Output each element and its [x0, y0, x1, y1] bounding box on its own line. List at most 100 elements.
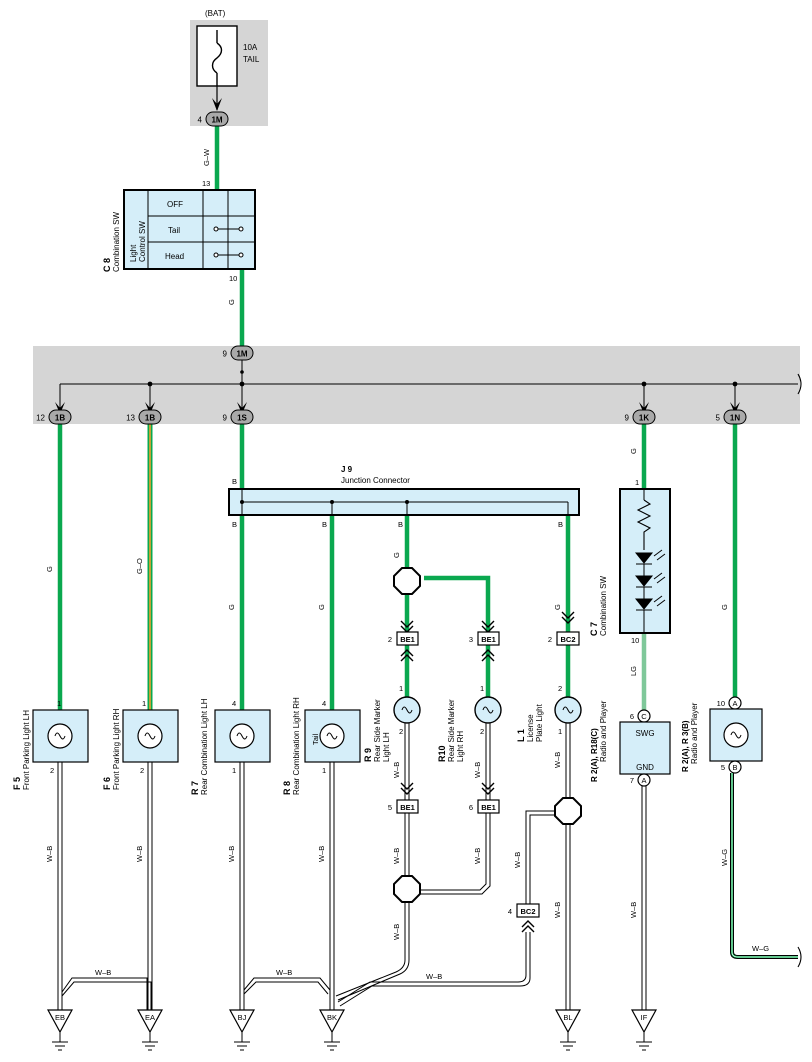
svg-text:2: 2: [140, 766, 144, 775]
c7-name: Combination SW: [599, 576, 608, 636]
connector-1m-mid: 1M 9: [223, 345, 254, 361]
svg-text:2: 2: [399, 727, 403, 736]
svg-text:Light LH: Light LH: [382, 732, 391, 762]
svg-text:2: 2: [388, 635, 392, 644]
wire-label-g-1: G: [227, 299, 236, 305]
wire-label-lg: LG: [629, 666, 638, 676]
wire-label-wg: W–G: [720, 849, 729, 866]
svg-text:5: 5: [388, 803, 392, 812]
svg-text:1M: 1M: [236, 350, 247, 359]
radio-c-code: R 2(A), R18(C): [590, 728, 599, 782]
svg-text:1: 1: [399, 684, 403, 693]
svg-text:W–B: W–B: [553, 752, 562, 768]
svg-text:Rear Side Marker: Rear Side Marker: [373, 699, 382, 762]
svg-text:4: 4: [232, 699, 236, 708]
ground-if: IF: [630, 1009, 658, 1051]
j9-name: Junction Connector: [341, 476, 410, 485]
c8-sub1: Light: [129, 244, 138, 262]
wire-label-g-7: G: [629, 448, 638, 454]
connector-1n: 1N 5: [716, 409, 747, 425]
f5-name: Front Parking Light LH: [22, 710, 31, 790]
wire-label-wb-1: W–B: [45, 846, 54, 862]
inline-be1-a: BE1 2: [388, 620, 419, 662]
svg-text:IF: IF: [641, 1013, 648, 1022]
svg-text:BJ: BJ: [238, 1013, 247, 1022]
f6-front-parking-light-rh: 1 2 F 6 Front Parking Light RH: [102, 699, 179, 790]
svg-text:4: 4: [508, 907, 512, 916]
radio-c-name: Radio and Player: [599, 700, 608, 762]
c8-row-off: OFF: [167, 200, 183, 209]
svg-text:1: 1: [142, 699, 146, 708]
wire-label-g-3: G: [227, 604, 236, 610]
f6-name: Front Parking Light RH: [112, 708, 121, 790]
bat-label: (BAT): [205, 9, 226, 18]
j9-junction-connector: J 9 Junction Connector: [228, 465, 580, 516]
ground-bk: BK: [318, 1009, 346, 1051]
svg-text:5: 5: [716, 414, 721, 423]
fuse-rating: 10A: [243, 43, 258, 52]
inline-be1-b: BE1 3: [469, 620, 500, 662]
r9-rear-side-marker-lh: 1 2 R 9 Rear Side Marker Light LH: [363, 684, 421, 762]
connector-1s: 1S 9: [223, 409, 254, 425]
svg-text:W–B: W–B: [392, 924, 401, 940]
wire-label-b-1: B: [232, 477, 237, 486]
r7-rear-combination-light-lh: 4 1 R 7 Rear Combination Light LH: [190, 698, 271, 795]
svg-text:2: 2: [480, 727, 484, 736]
svg-text:A: A: [732, 699, 737, 708]
l1-license-plate-light: 2 1 L 1 License Plate Light: [516, 684, 582, 742]
svg-text:EB: EB: [55, 1013, 65, 1022]
svg-text:9: 9: [625, 414, 630, 423]
radio-b-name: Radio and Player: [690, 702, 699, 764]
r10-code: R10: [437, 745, 447, 762]
svg-text:2: 2: [50, 766, 54, 775]
j9-code: J 9: [341, 465, 353, 474]
svg-text:1: 1: [322, 766, 326, 775]
svg-text:Plate Light: Plate Light: [535, 703, 544, 742]
radio-gnd: GND: [636, 763, 654, 772]
ground-eb: EB: [46, 1009, 74, 1051]
svg-text:BK: BK: [327, 1013, 337, 1022]
svg-text:Light RH: Light RH: [456, 731, 465, 762]
svg-text:6: 6: [630, 712, 634, 721]
svg-text:W–B: W–B: [513, 852, 522, 868]
wire-label-g-2: G: [45, 566, 54, 572]
fuse-icon: [211, 30, 223, 86]
r8-code: R 8: [282, 781, 292, 795]
svg-text:W–B: W–B: [95, 968, 111, 977]
svg-text:BE1: BE1: [400, 635, 415, 644]
connector-1m-top: 1M 4: [198, 111, 229, 127]
svg-text:W–B: W–B: [473, 848, 482, 864]
c7-combination-switch-illumination: 1 10 C 7 Combination SW: [589, 478, 671, 645]
green-wires: [57, 126, 738, 710]
svg-text:2: 2: [548, 635, 552, 644]
ground-bl: BL: [554, 1009, 582, 1051]
svg-text:10: 10: [717, 699, 725, 708]
f5-code: F 5: [12, 777, 22, 790]
svg-text:1B: 1B: [55, 414, 65, 423]
wire-label-g-5: G: [392, 552, 401, 558]
ground-bj: BJ: [228, 1009, 256, 1051]
svg-text:W–B: W–B: [553, 902, 562, 918]
svg-text:9: 9: [223, 414, 228, 423]
radio-swg: SWG: [635, 729, 654, 738]
wire-label-go: G–O: [135, 558, 144, 574]
svg-text:1: 1: [57, 699, 61, 708]
inline-be1-d: BE1 6: [469, 782, 500, 814]
connector-1b-b: 1B 13: [126, 409, 162, 425]
svg-text:2: 2: [558, 684, 562, 693]
svg-text:BE1: BE1: [481, 803, 496, 812]
inline-bc2-a: BC2 2: [548, 611, 580, 646]
ground-wires: [57, 723, 647, 1010]
svg-text:BE1: BE1: [400, 803, 415, 812]
radio-b-code: R 2(A), R 3(B): [681, 720, 690, 772]
fuse-name: TAIL: [243, 55, 260, 64]
c8-pin-13: 13: [202, 179, 210, 188]
c8-code: C 8: [102, 258, 112, 272]
svg-text:W–B: W–B: [227, 846, 236, 862]
svg-text:B: B: [322, 520, 327, 529]
svg-text:1: 1: [635, 478, 639, 487]
svg-text:B: B: [232, 520, 237, 529]
svg-text:1B: 1B: [145, 414, 155, 423]
splice-3: [393, 875, 421, 903]
wire-label-g-6: G: [553, 604, 562, 610]
